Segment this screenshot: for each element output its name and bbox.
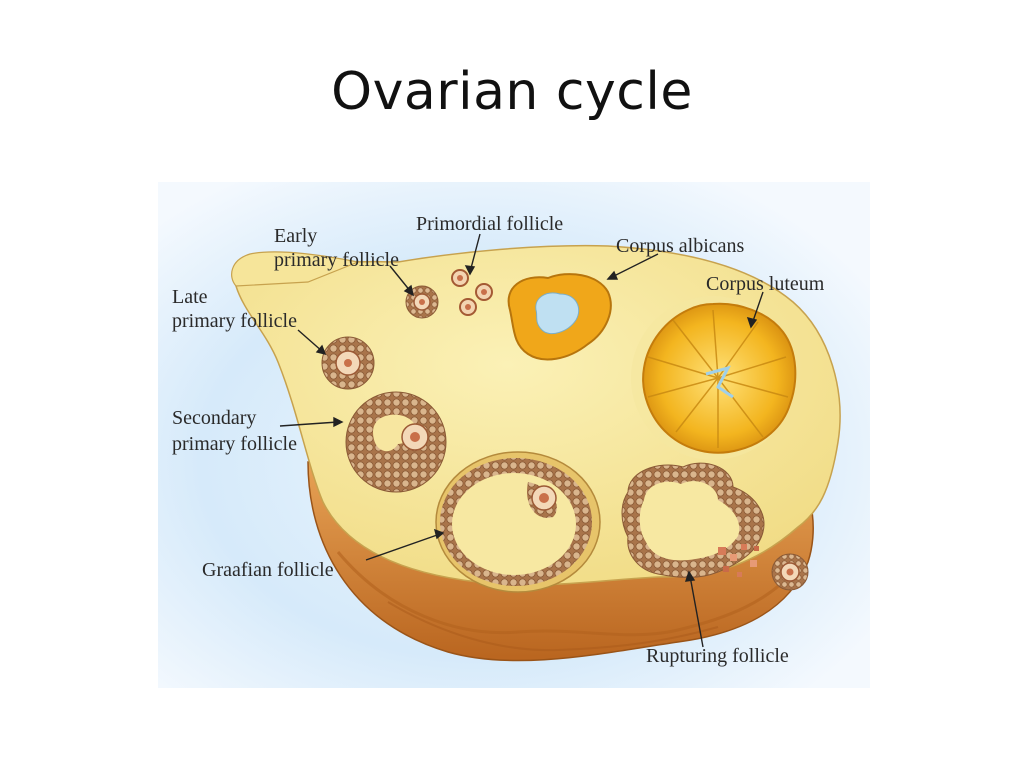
label-early-primary-line2: primary follicle bbox=[274, 249, 399, 271]
slide-title: Ovarian cycle bbox=[331, 62, 693, 122]
ovary-base-fold bbox=[387, 601, 719, 652]
leader-lines bbox=[279, 233, 764, 648]
label-late-primary-line2: primary follicle bbox=[172, 310, 297, 332]
ovary-illustration: Primordial follicle Corpus albicans Corp… bbox=[158, 182, 870, 688]
label-early-primary-line1: Early bbox=[274, 225, 317, 247]
rupturing-follicle bbox=[621, 462, 809, 591]
corpus-luteum bbox=[631, 296, 797, 460]
ovary-base-fold bbox=[336, 551, 800, 637]
label-primordial-follicle: Primordial follicle bbox=[416, 213, 563, 235]
label-graafian-follicle: Graafian follicle bbox=[202, 559, 334, 581]
label-secondary-line2: primary follicle bbox=[172, 433, 297, 455]
primordial-follicles bbox=[451, 269, 493, 316]
ovary-hilum bbox=[231, 251, 361, 287]
early-primary-follicle bbox=[405, 285, 439, 319]
graafian-follicle bbox=[435, 451, 601, 593]
label-corpus-albicans: Corpus albicans bbox=[616, 235, 745, 257]
late-primary-follicle bbox=[321, 336, 375, 390]
label-corpus-luteum: Corpus luteum bbox=[706, 273, 825, 295]
expelled-cells bbox=[718, 544, 759, 577]
label-rupturing-follicle: Rupturing follicle bbox=[646, 645, 789, 667]
label-late-primary-line1: Late bbox=[172, 286, 208, 308]
ovary-diagram: Primordial follicle Corpus albicans Corp… bbox=[158, 182, 870, 688]
corpus-albicans bbox=[507, 273, 612, 361]
label-secondary-line1: Secondary bbox=[172, 407, 256, 429]
secondary-follicle bbox=[345, 391, 447, 493]
